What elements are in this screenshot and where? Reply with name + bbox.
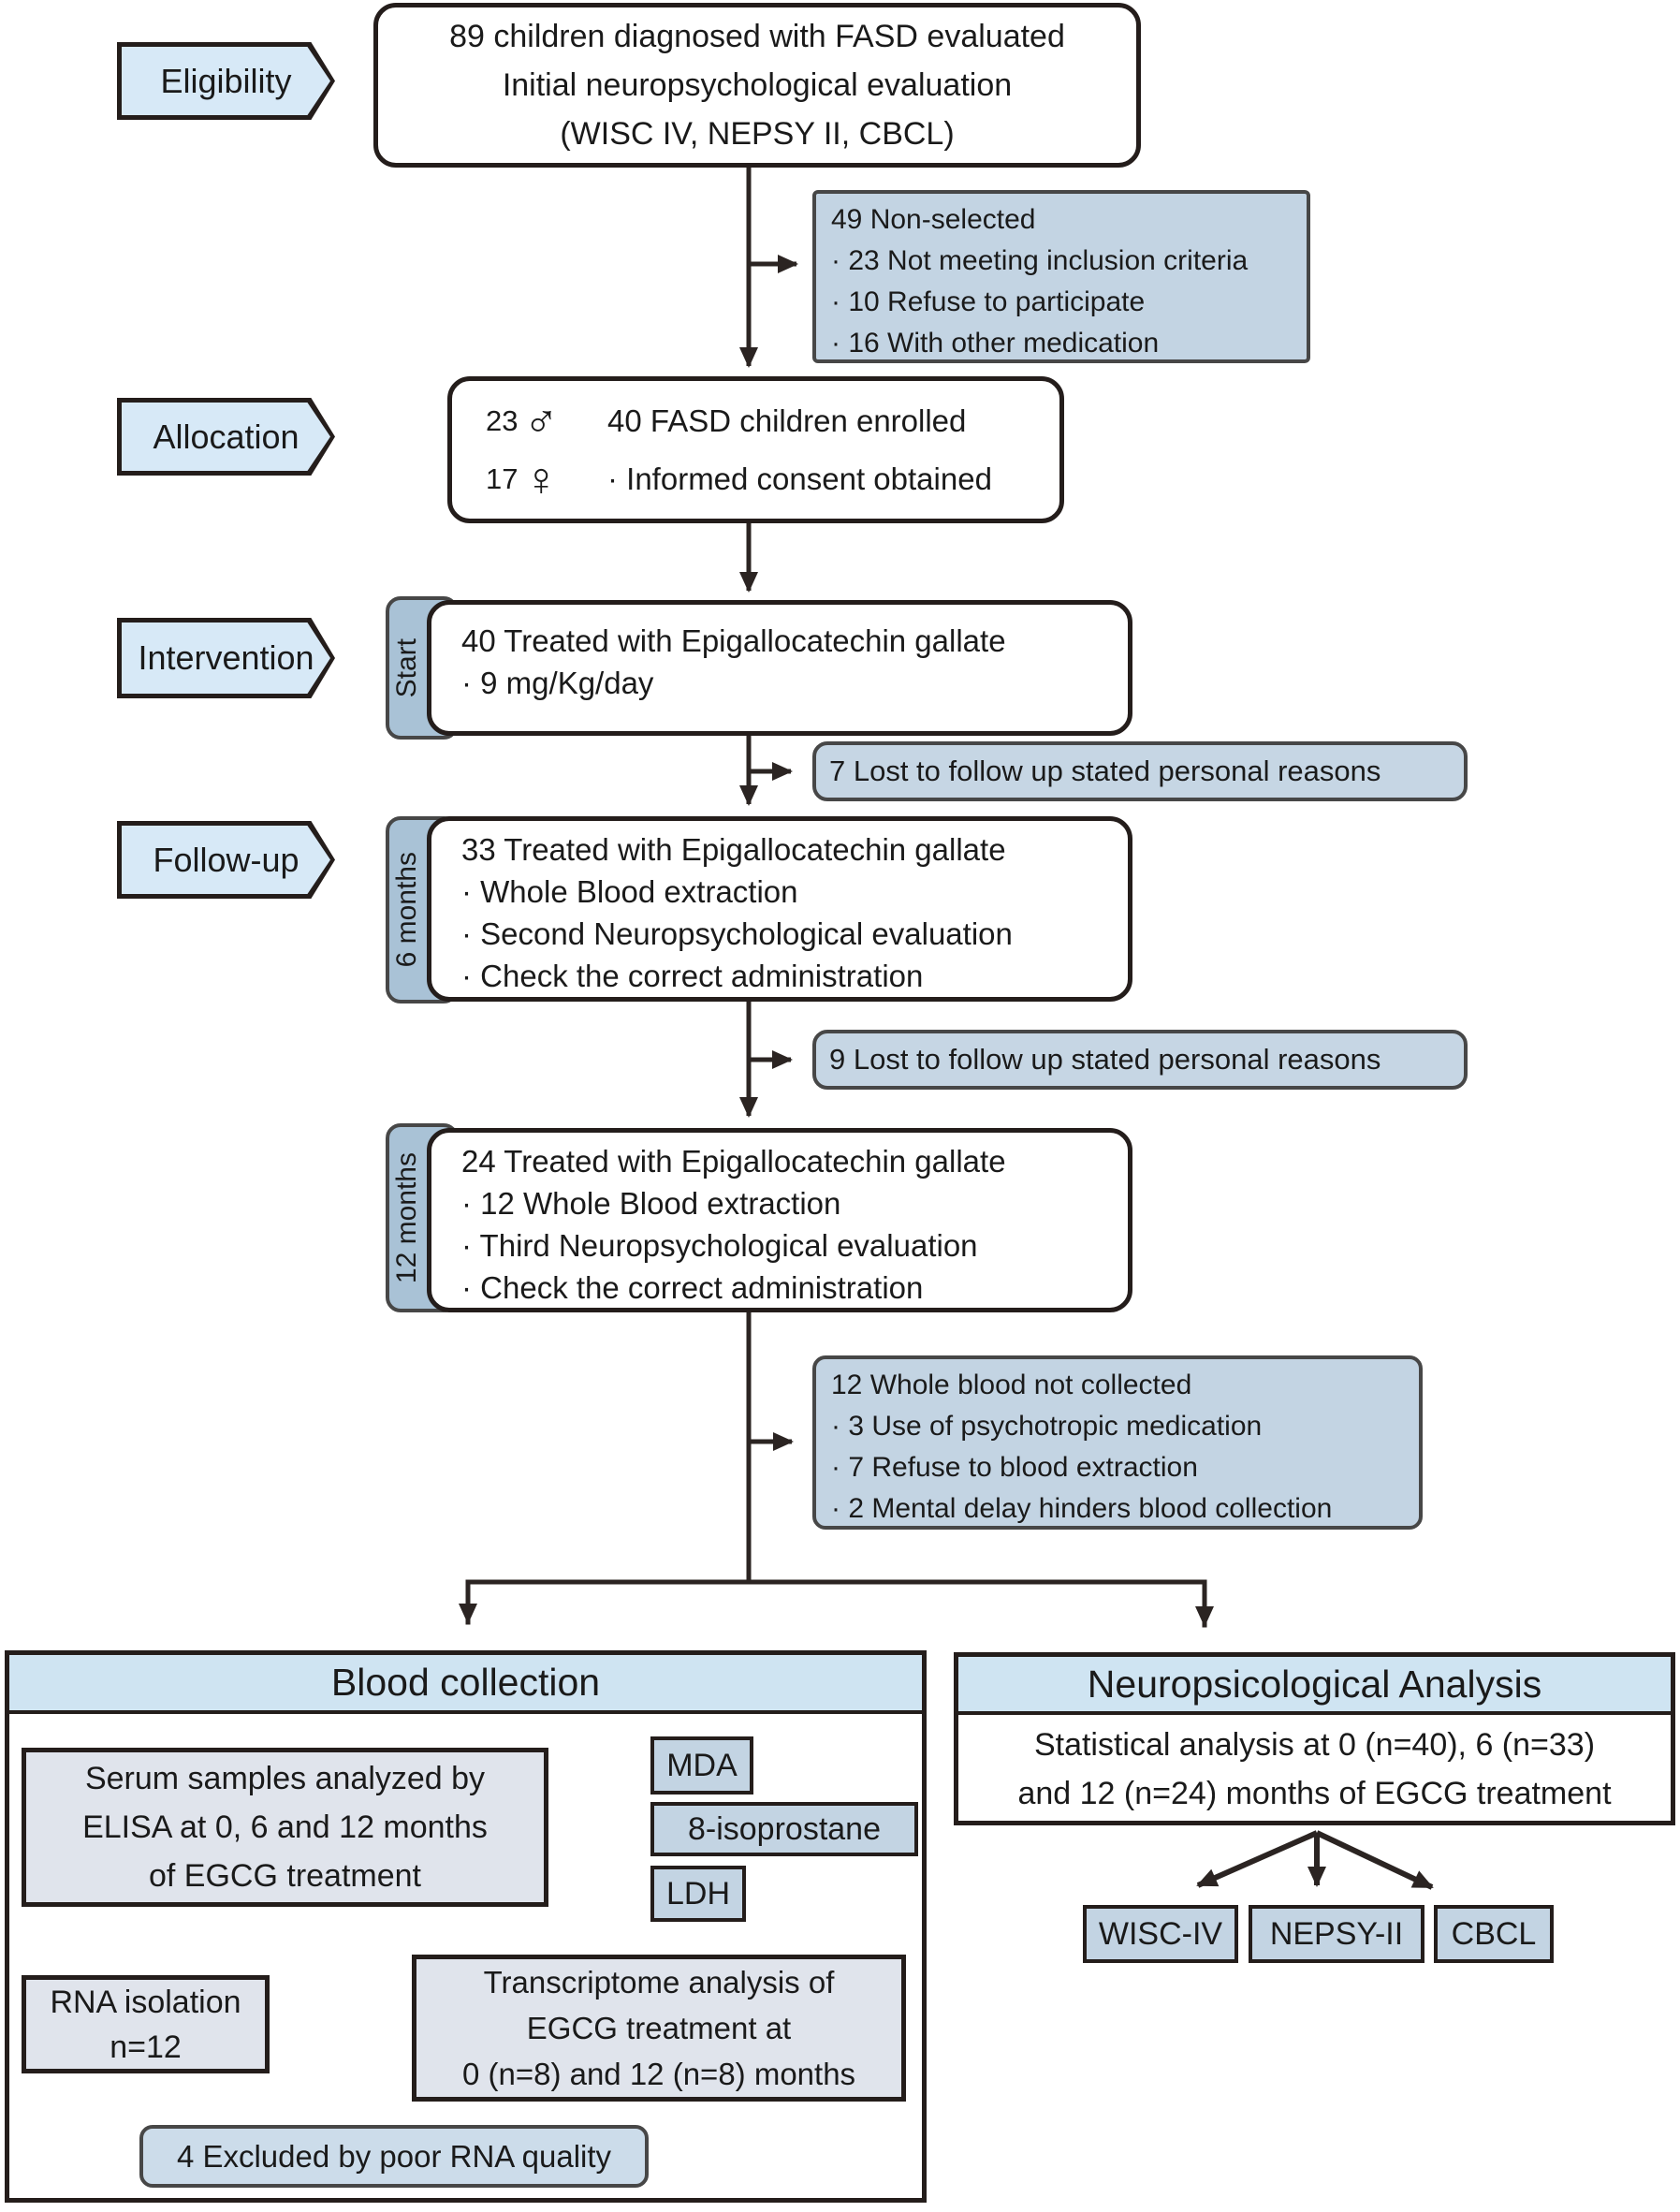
isoprostane-box: 8-isoprostane (650, 1802, 918, 1856)
serum-line-2: ELISA at 0, 6 and 12 months (82, 1809, 488, 1845)
neuro-analysis-title: Neuropsicological Analysis (1087, 1662, 1542, 1706)
wisc-iv-box: WISC-IV (1083, 1905, 1238, 1963)
neuro-stats-line-2: and 12 (n=24) months of EGCG treatment (1017, 1776, 1612, 1811)
neuro-analysis-header: Neuropsicological Analysis (958, 1657, 1671, 1715)
stage-label-eligibility: Eligibility (117, 42, 335, 120)
eligibility-line-2: Initial neuropsychological evaluation (502, 67, 1013, 103)
intervention-line-1: 40 Treated with Epigallocatechin gallate (461, 623, 1006, 658)
followup6-line-4: · Check the correct administration (461, 959, 924, 993)
eligibility-line-1: 89 children diagnosed with FASD evaluate… (449, 19, 1065, 54)
transcriptome-box: Transcriptome analysis of EGCG treatment… (412, 1955, 906, 2102)
nepsy-ii-label: NEPSY-II (1269, 1915, 1404, 1952)
transcriptome-line-3: 0 (n=8) and 12 (n=8) months (461, 2057, 856, 2091)
wisc-iv-label: WISC-IV (1098, 1915, 1223, 1952)
stage-label-intervention: Intervention (117, 618, 335, 698)
followup6-line-2: · Whole Blood extraction (461, 874, 798, 909)
transcriptome-line-2: EGCG treatment at (526, 2011, 792, 2045)
followup-12-months-tab-text: 12 months (391, 1151, 422, 1284)
sex-counts: 23 ♂ 17 ♀ (486, 392, 607, 508)
neuro-analysis-panel: Neuropsicological Analysis Statistical a… (954, 1652, 1675, 1825)
blood-not-collected-item-2: · 7 Refuse to blood extraction (831, 1452, 1198, 1483)
eligibility-box: 89 children diagnosed with FASD evaluate… (373, 3, 1141, 168)
neuro-stats-line-1: Statistical analysis at 0 (n=40), 6 (n=3… (1033, 1727, 1596, 1763)
blood-not-collected-item-3: · 2 Mental delay hinders blood collectio… (831, 1493, 1333, 1524)
blood-not-collected-item-1: · 3 Use of psychotropic medication (831, 1411, 1263, 1442)
followup-12-months-box: 24 Treated with Epigallocatechin gallate… (427, 1128, 1132, 1312)
rna-isolation-box: RNA isolation n=12 (22, 1975, 270, 2073)
lost-to-followup-7-text: 7 Lost to follow up stated personal reas… (829, 754, 1381, 787)
arrow-stats-to-cbcl (1315, 1830, 1434, 1890)
stage-label-follow-up: Follow-up (117, 821, 335, 899)
male-count: 23 (486, 404, 519, 437)
intervention-box: 40 Treated with Epigallocatechin gallate… (427, 600, 1132, 736)
non-selected-item-2: · 10 Refuse to participate (831, 286, 1146, 317)
non-selected-box: 49 Non-selected · 23 Not meeting inclusi… (812, 190, 1310, 363)
stage-label-intervention-text: Intervention (138, 638, 314, 677)
female-count: 17 (486, 462, 519, 495)
non-selected-title: 49 Non-selected (831, 204, 1036, 235)
transcriptome-line-1: Transcriptome analysis of (483, 1965, 835, 2000)
followup12-line-4: · Check the correct administration (461, 1270, 924, 1305)
isoprostane-label: 8-isoprostane (687, 1810, 881, 1847)
rna-line-2: n=12 (110, 2029, 182, 2065)
followup-6-months-box: 33 Treated with Epigallocatechin gallate… (427, 816, 1132, 1002)
allocation-box: 23 ♂ 17 ♀ 40 FASD children enrolled · In… (447, 376, 1064, 523)
arrow-stats-to-wisc (1196, 1830, 1319, 1888)
serum-elisa-box: Serum samples analyzed by ELISA at 0, 6 … (22, 1748, 548, 1907)
non-selected-item-3: · 16 With other medication (831, 328, 1160, 359)
intervention-start-tab-text: Start (391, 637, 422, 698)
followup12-line-1: 24 Treated with Epigallocatechin gallate (461, 1144, 1006, 1179)
stage-label-follow-up-text: Follow-up (153, 840, 299, 879)
cbcl-label: CBCL (1451, 1915, 1537, 1952)
followup12-line-2: · 12 Whole Blood extraction (461, 1186, 841, 1221)
neuro-stats-text: Statistical analysis at 0 (n=40), 6 (n=3… (958, 1715, 1671, 1818)
blood-collection-panel: Blood collection Serum samples analyzed … (5, 1650, 927, 2203)
female-icon: ♀ (523, 453, 559, 505)
serum-line-3: of EGCG treatment (149, 1858, 421, 1894)
mda-label: MDA (666, 1747, 738, 1783)
ldh-label: LDH (665, 1875, 731, 1912)
serum-line-1: Serum samples analyzed by (84, 1761, 486, 1796)
blood-collection-title: Blood collection (330, 1661, 601, 1704)
blood-collection-header: Blood collection (9, 1655, 922, 1714)
followup6-line-3: · Second Neuropsychological evaluation (461, 916, 1013, 951)
stage-label-eligibility-text: Eligibility (160, 61, 292, 100)
intervention-line-2: · 9 mg/Kg/day (461, 666, 654, 700)
rna-excluded-text: 4 Excluded by poor RNA quality (176, 2138, 612, 2174)
rna-line-1: RNA isolation (50, 1984, 241, 2020)
male-icon: ♂ (523, 395, 559, 447)
mda-box: MDA (650, 1736, 753, 1795)
ldh-box: LDH (650, 1866, 746, 1922)
lost-to-followup-7-box: 7 Lost to follow up stated personal reas… (812, 741, 1468, 801)
cbcl-box: CBCL (1434, 1905, 1554, 1963)
rna-excluded-box: 4 Excluded by poor RNA quality (139, 2125, 649, 2188)
blood-not-collected-title: 12 Whole blood not collected (831, 1370, 1192, 1400)
blood-not-collected-box: 12 Whole blood not collected · 3 Use of … (812, 1355, 1423, 1530)
stage-label-allocation: Allocation (117, 398, 335, 476)
stage-label-allocation-text: Allocation (153, 417, 299, 456)
allocation-line-1: 40 FASD children enrolled (607, 403, 967, 438)
non-selected-item-1: · 23 Not meeting inclusion criteria (831, 245, 1249, 276)
allocation-line-2: · Informed consent obtained (607, 461, 992, 496)
followup12-line-3: · Third Neuropsychological evaluation (461, 1228, 978, 1263)
lost-to-followup-9-box: 9 Lost to follow up stated personal reas… (812, 1030, 1468, 1090)
followup-6-months-tab-text: 6 months (391, 852, 422, 968)
nepsy-ii-box: NEPSY-II (1249, 1905, 1424, 1963)
eligibility-line-3: (WISC IV, NEPSY II, CBCL) (560, 116, 955, 152)
lost-to-followup-9-text: 9 Lost to follow up stated personal reas… (829, 1043, 1381, 1076)
followup6-line-1: 33 Treated with Epigallocatechin gallate (461, 832, 1006, 867)
